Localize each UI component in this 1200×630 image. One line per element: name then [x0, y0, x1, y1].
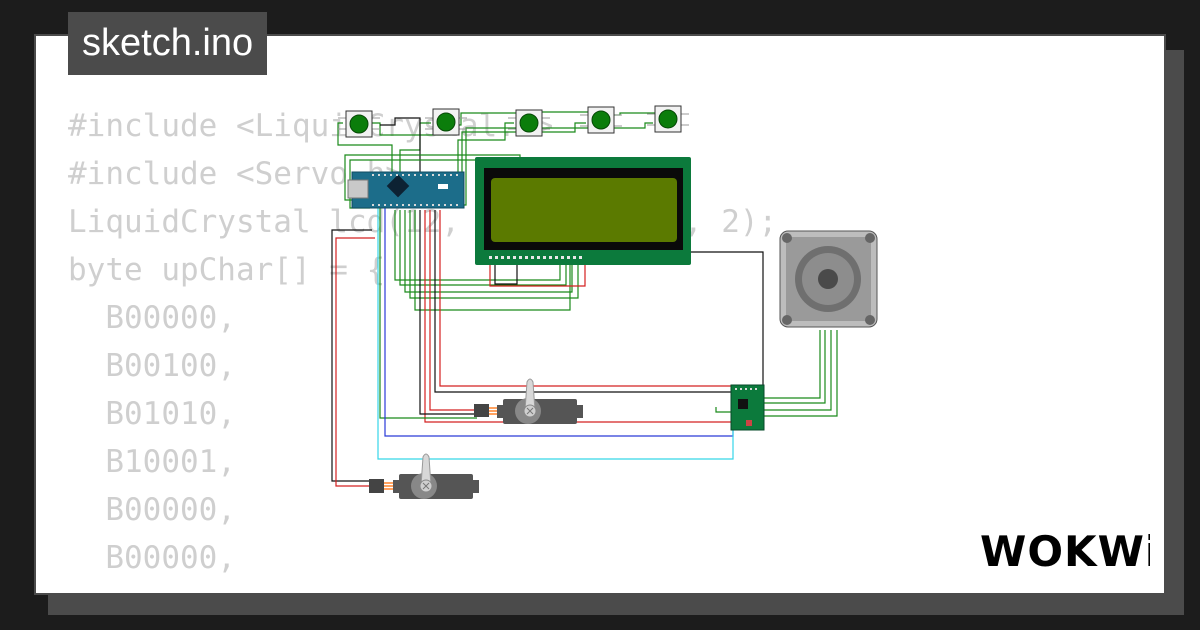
wire — [419, 210, 477, 415]
wire — [763, 330, 826, 404]
wire — [409, 210, 579, 299]
wire — [715, 407, 733, 413]
lcd-display — [475, 157, 691, 265]
code-line: B00100, — [68, 348, 236, 384]
wire — [399, 122, 431, 178]
code-line: #include <LiquidCrystal.h> — [68, 108, 554, 144]
wire — [763, 330, 832, 411]
pushbutton — [508, 109, 550, 137]
wire — [399, 210, 567, 286]
wire — [394, 210, 561, 281]
wire — [335, 237, 375, 487]
code-line: B10001, — [68, 444, 236, 480]
wire — [763, 330, 821, 399]
pushbutton — [580, 106, 622, 134]
pushbutton — [647, 105, 689, 133]
code-line: byte upChar[] = { — [68, 252, 386, 288]
code-background: #include <LiquidCrystal.h>#include <Serv… — [68, 102, 777, 593]
pushbutton — [338, 110, 380, 138]
wire — [379, 208, 477, 419]
pushbutton — [425, 108, 467, 136]
wire — [763, 330, 838, 417]
wire — [439, 210, 733, 387]
arduino-nano — [347, 171, 465, 209]
stepper-driver — [730, 384, 765, 431]
wire — [377, 208, 734, 460]
wire — [331, 229, 372, 482]
wire — [380, 117, 421, 176]
wire — [404, 210, 573, 293]
code-line: B01010, — [68, 396, 236, 432]
wire — [429, 210, 477, 411]
servo — [369, 453, 479, 499]
code-line: B00000 — [68, 582, 777, 593]
code-line: B00000, — [68, 492, 236, 528]
servo — [474, 378, 583, 424]
code-line: B00000, — [68, 300, 236, 336]
wokwi-logo-text: WOKWi — [980, 527, 1150, 574]
file-tab[interactable]: sketch.ino — [68, 12, 268, 75]
wokwi-logo: WOKWi — [980, 527, 1150, 574]
code-line: B00000, — [68, 540, 236, 576]
wire — [494, 262, 518, 285]
stepper-motor — [779, 230, 878, 328]
wire — [489, 262, 586, 287]
